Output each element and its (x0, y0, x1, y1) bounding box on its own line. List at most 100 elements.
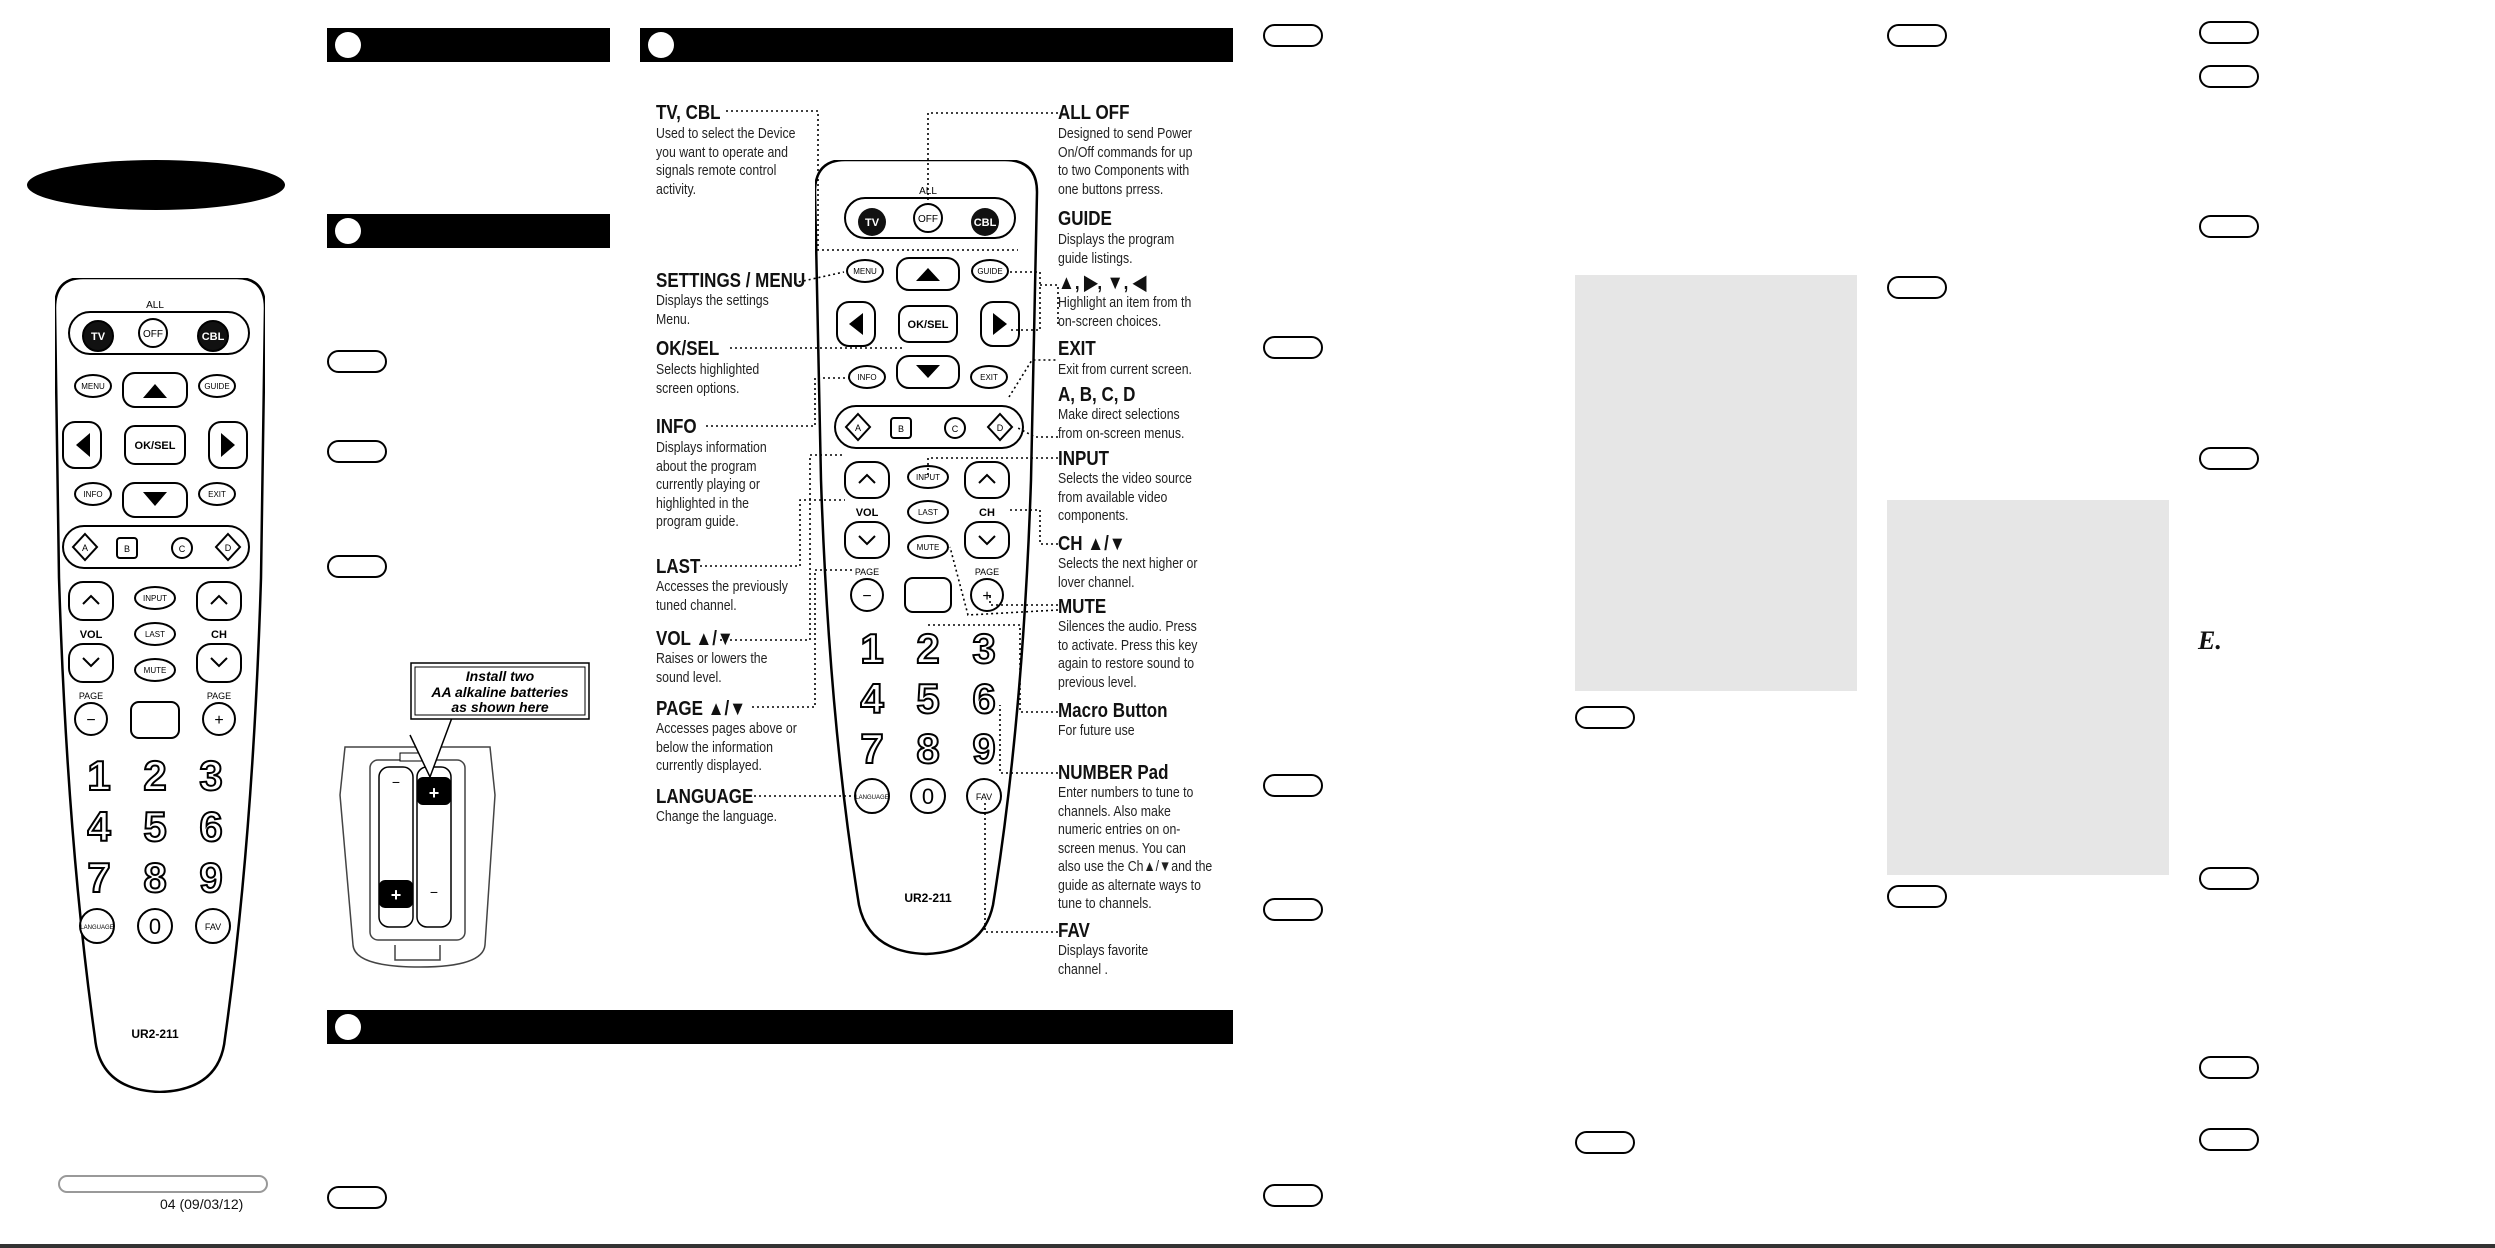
a-button[interactable] (844, 412, 872, 442)
tv-button[interactable] (82, 320, 114, 352)
page-down-button[interactable] (850, 578, 884, 612)
svg-text:8: 8 (143, 854, 166, 901)
input-button[interactable] (907, 465, 949, 489)
input-button[interactable] (134, 586, 176, 610)
b-button[interactable] (890, 417, 912, 439)
svg-text:8: 8 (916, 725, 939, 772)
last-button[interactable] (134, 622, 176, 646)
exit-button[interactable] (970, 365, 1008, 389)
cbl-button[interactable] (197, 320, 229, 352)
page-down-button[interactable] (74, 702, 108, 736)
menu-button[interactable] (74, 374, 112, 398)
svg-text:TV: TV (91, 331, 106, 343)
svg-text:2: 2 (143, 752, 166, 799)
callout-number-title: NUMBER Pad (1058, 762, 1169, 784)
vol-down-button[interactable] (68, 643, 114, 683)
ok-sel-button[interactable] (124, 425, 186, 465)
svg-text:A: A (82, 543, 88, 553)
model-label: UR2-211 (904, 891, 952, 905)
svg-text:GUIDE: GUIDE (204, 382, 229, 391)
callout-fav-title: FAV (1058, 920, 1090, 942)
model-label: UR2-211 (131, 1027, 179, 1041)
svg-text:INFO: INFO (857, 373, 876, 382)
menu-button[interactable] (846, 259, 884, 283)
svg-text:−: − (862, 588, 871, 605)
placeholder-grey-box (1887, 500, 2169, 875)
page-up-button[interactable] (970, 578, 1004, 612)
svg-text:INPUT: INPUT (143, 594, 167, 603)
page-up-button[interactable] (202, 702, 236, 736)
svg-text:5: 5 (916, 675, 939, 722)
info-button[interactable] (74, 482, 112, 506)
battery-line-1: Install two (466, 668, 535, 684)
small-remote: ALL TV OFF CBL MENU GUIDE OK/SEL INFO EX… (55, 278, 265, 1093)
vol-down-button[interactable] (844, 521, 890, 559)
info-button[interactable] (848, 365, 886, 389)
language-button[interactable] (79, 908, 115, 944)
step-pill (2199, 21, 2259, 44)
ch-down-button[interactable] (196, 643, 242, 683)
ch-up-button[interactable] (196, 581, 242, 621)
step-pill (1887, 276, 1947, 299)
cbl-button[interactable] (971, 208, 999, 236)
version-box (58, 1175, 268, 1193)
step-pill (1263, 336, 1323, 359)
callout-guide-title: GUIDE (1058, 208, 1112, 230)
svg-text:1: 1 (860, 625, 883, 672)
svg-text:B: B (124, 544, 130, 554)
vol-up-button[interactable] (844, 461, 890, 499)
macro-button[interactable] (904, 577, 952, 613)
svg-text:7: 7 (87, 854, 110, 901)
svg-text:9: 9 (972, 725, 995, 772)
step-pill (2199, 1128, 2259, 1151)
mute-button[interactable] (134, 658, 176, 682)
section-header-bar (640, 28, 1233, 62)
svg-text:INFO: INFO (83, 490, 102, 499)
zero-button[interactable] (910, 778, 946, 814)
svg-text:−: − (430, 884, 438, 900)
fav-button[interactable] (195, 908, 231, 944)
page-bottom-line (0, 1244, 2495, 1248)
svg-text:CBL: CBL (974, 217, 997, 229)
step-pill (2199, 65, 2259, 88)
guide-button[interactable] (971, 259, 1009, 283)
c-button[interactable] (171, 537, 193, 559)
ch-up-button[interactable] (964, 461, 1010, 499)
step-pill (2199, 1056, 2259, 1079)
tv-button[interactable] (858, 208, 886, 236)
last-button[interactable] (907, 500, 949, 524)
d-button[interactable] (214, 532, 242, 562)
callout-ch-title: CH ▲/▼ (1058, 533, 1126, 555)
svg-text:4: 4 (87, 803, 111, 850)
step-pill (1263, 898, 1323, 921)
step-pill (1575, 1131, 1635, 1154)
svg-text:D: D (997, 423, 1004, 433)
c-button[interactable] (944, 417, 966, 439)
callout-input-title: INPUT (1058, 448, 1109, 470)
vol-up-button[interactable] (68, 581, 114, 621)
number-pad: 1 2 3 4 5 6 7 8 9 (859, 624, 996, 773)
section-header-bar (327, 214, 610, 248)
svg-text:LAST: LAST (145, 630, 165, 639)
macro-button[interactable] (130, 701, 180, 739)
ok-sel-button[interactable] (898, 305, 958, 343)
svg-text:MUTE: MUTE (917, 543, 940, 552)
d-button[interactable] (986, 412, 1014, 442)
guide-button[interactable] (198, 374, 236, 398)
a-button[interactable] (71, 532, 99, 562)
step-pill (327, 350, 387, 373)
exit-button[interactable] (198, 482, 236, 506)
svg-text:3: 3 (972, 625, 995, 672)
svg-text:VOL: VOL (80, 629, 103, 641)
svg-text:FAV: FAV (976, 792, 992, 802)
ch-down-button[interactable] (964, 521, 1010, 559)
svg-text:B: B (898, 424, 904, 434)
b-button[interactable] (116, 537, 138, 559)
off-button[interactable] (138, 318, 168, 348)
mute-button[interactable] (907, 535, 949, 559)
section-header-bar (327, 1010, 1233, 1044)
fav-button[interactable] (966, 778, 1002, 814)
zero-button[interactable] (137, 908, 173, 944)
